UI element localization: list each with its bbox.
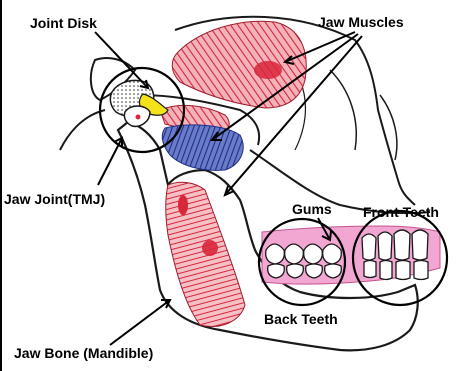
tooth: [323, 244, 342, 264]
tooth: [304, 244, 323, 264]
tooth: [380, 261, 392, 280]
tooth: [268, 264, 285, 278]
tooth: [362, 234, 376, 260]
tooth: [396, 261, 410, 280]
label-back-teeth: Back Teeth: [264, 311, 338, 327]
masseter-spot-1: [178, 195, 188, 215]
tooth: [378, 232, 392, 260]
label-jaw-muscles: Jaw Muscles: [318, 14, 404, 30]
orbit-line: [330, 70, 356, 150]
tooth: [266, 244, 285, 264]
tooth: [285, 244, 304, 264]
mastoid-line: [60, 110, 105, 150]
tooth: [414, 261, 428, 280]
tooth: [394, 230, 410, 260]
label-jaw-bone: Jaw Bone (Mandible): [14, 345, 153, 361]
masseter-spot-2: [202, 240, 218, 256]
tooth: [412, 230, 428, 260]
tooth: [306, 264, 323, 278]
label-jaw-joint: Jaw Joint(TMJ): [4, 191, 105, 207]
label-gums: Gums: [292, 201, 332, 217]
temporalis-spot: [254, 61, 282, 79]
jaw-joint-arrow: [98, 138, 122, 185]
label-front-teeth: Front Teeth: [363, 204, 439, 220]
condyle-dot: [136, 115, 141, 120]
temporalis-muscle: [172, 21, 306, 108]
label-joint-disk: Joint Disk: [30, 15, 97, 31]
jaw-bone-arrow: [110, 300, 170, 345]
tooth: [325, 264, 342, 278]
tooth: [287, 264, 304, 278]
blue-pterygoid-muscle: [162, 125, 243, 170]
tooth: [364, 261, 376, 278]
